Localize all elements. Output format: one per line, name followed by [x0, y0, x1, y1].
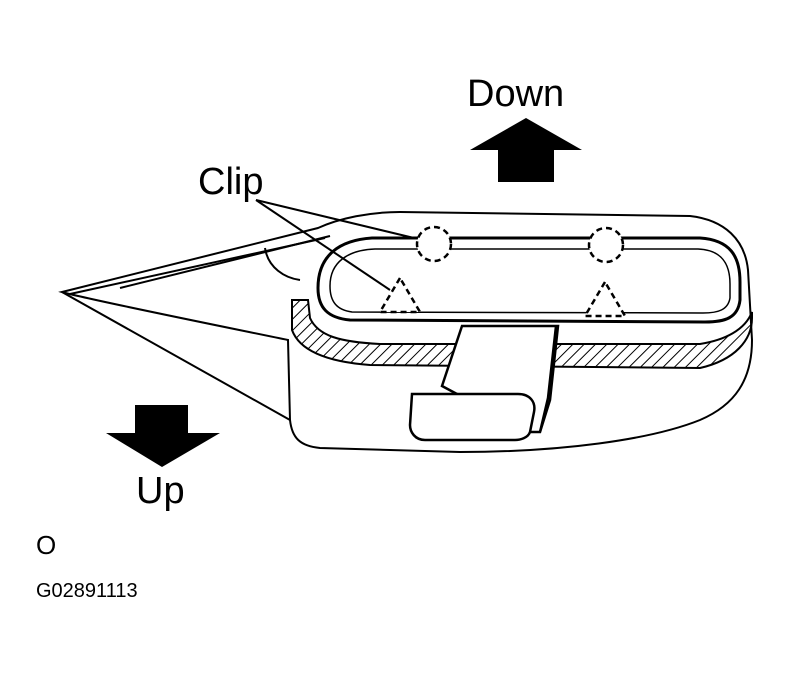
- marker-label: O: [36, 530, 56, 560]
- clip-triangle-icon: [377, 275, 423, 314]
- clip-label: Clip: [198, 161, 263, 203]
- down-label: Down: [467, 73, 564, 115]
- mounting-tab: [408, 324, 560, 442]
- mirror-glass: [316, 236, 742, 324]
- clip-circle-icon: [587, 226, 625, 264]
- clip-leaders: [255, 199, 415, 291]
- up-label: Up: [136, 470, 185, 512]
- figure-code: G02891113: [36, 580, 138, 602]
- clip-markers: [377, 225, 628, 318]
- arrow-down-icon: [106, 405, 220, 467]
- hatched-rim: [291, 299, 753, 370]
- clip-triangle-icon: [582, 279, 628, 318]
- clip-circle-icon: [415, 225, 453, 263]
- arrow-up-icon: [470, 118, 582, 182]
